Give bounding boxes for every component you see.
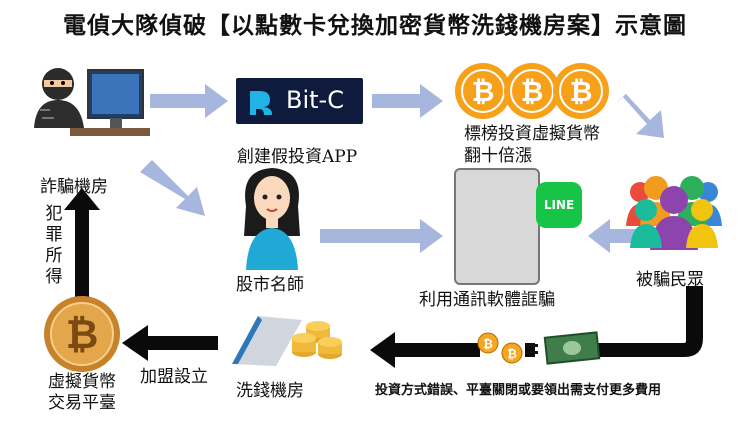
- laundering-room-illustration: [232, 316, 342, 366]
- arrow-victims-to-chat: [588, 219, 636, 253]
- arrow-fraud-to-app: [150, 84, 228, 118]
- page-title: 電偵大隊偵破【以點數卡兌換加密貨幣洗錢機房案】示意圖: [63, 13, 687, 39]
- bitc-logo-icon: [250, 91, 272, 115]
- arrow-laundering-to-exchange: [122, 325, 218, 361]
- arrow-exchange-to-fraud: [64, 188, 100, 302]
- label-fake-app: 創建假投資APP: [237, 147, 358, 167]
- stock-guru-illustration: [244, 168, 300, 270]
- arrow-victims-to-laundering: [370, 286, 703, 368]
- svg-text:₿: ₿: [66, 312, 99, 358]
- svg-text:₿: ₿: [472, 75, 495, 108]
- label-exchange: 虛擬貨幣交易平臺: [48, 372, 116, 413]
- bitcoin-coins-icon: ₿ ₿ ₿: [455, 63, 609, 119]
- coins-equal-cash-illustration: ₿ ₿: [477, 331, 601, 365]
- label-stock-guru: 股市名師: [236, 275, 304, 295]
- chat-screenshot: [454, 168, 540, 285]
- label-join: 加盟設立: [140, 367, 208, 387]
- arrow-guru-to-chat: [320, 219, 443, 253]
- label-messaging: 利用通訊軟體誆騙: [419, 290, 555, 310]
- label-note: 投資方式錯誤、平臺關閉或要領出需支付更多費用: [375, 383, 662, 398]
- arrow-coins-to-victims: [612, 94, 664, 138]
- victims-crowd-illustration: [626, 176, 722, 250]
- bitc-logo-text: Bit-C: [286, 86, 344, 114]
- arrow-app-to-coins: [372, 84, 443, 118]
- label-fraud-room: 詐騙機房: [40, 177, 108, 197]
- svg-text:₿: ₿: [483, 337, 493, 351]
- line-app-icon: LINE: [536, 182, 582, 228]
- hacker-illustration: [34, 68, 150, 136]
- svg-text:₿: ₿: [570, 75, 593, 108]
- svg-text:₿: ₿: [507, 347, 517, 361]
- svg-text:₿: ₿: [521, 75, 544, 108]
- exchange-bitcoin-icon: ₿: [44, 296, 120, 372]
- bitc-app-logo: Bit-C: [236, 78, 363, 124]
- label-crime-proceeds: 犯罪所得: [45, 204, 63, 287]
- label-ranking: 標榜投資虛擬貨幣翻十倍漲: [464, 124, 600, 166]
- label-laundering-room: 洗錢機房: [236, 381, 304, 401]
- arrow-fraud-to-guru: [140, 160, 205, 216]
- label-victims: 被騙民眾: [636, 270, 704, 290]
